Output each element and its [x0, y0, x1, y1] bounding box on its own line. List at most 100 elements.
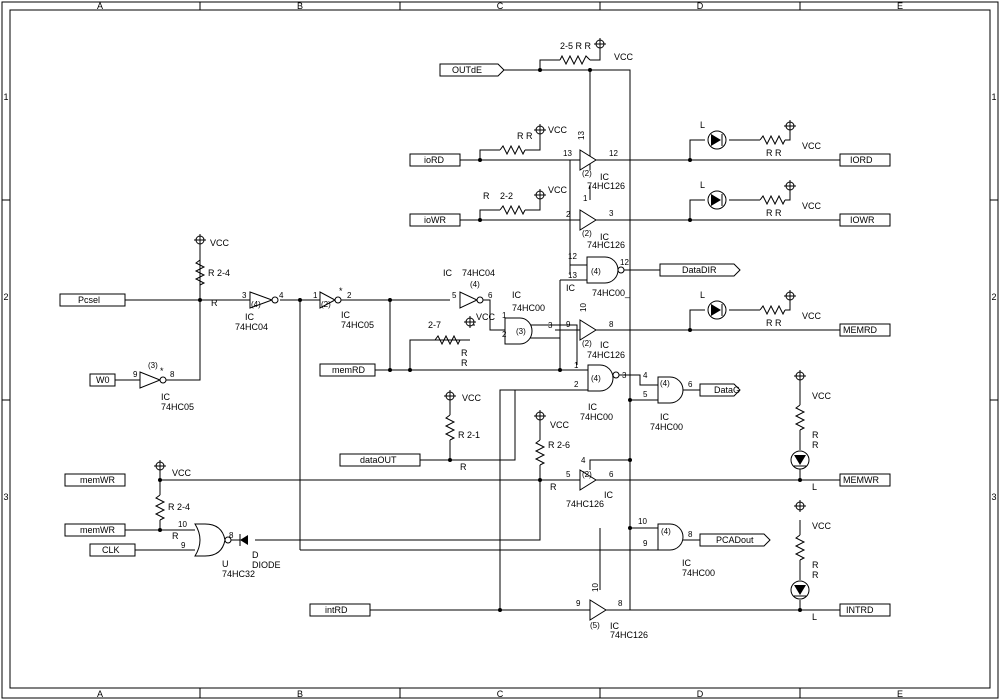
pin-2-and: 2	[502, 330, 507, 339]
port-labels: OUTdE ioRD ioWR Pcsel W0 memRD dataOUT m…	[78, 65, 879, 615]
label-r-2-2: 2-2	[500, 191, 513, 201]
vcc-symbols	[154, 38, 806, 512]
pin-6-memwr: 6	[609, 470, 614, 479]
pin-2-datag-a: 2	[574, 380, 579, 389]
label-l-memrd: L	[700, 290, 705, 300]
leds	[707, 130, 810, 600]
vcc-led-intrd	[794, 500, 806, 512]
frame-row-1-right: 1	[991, 92, 996, 102]
port-flags	[59, 63, 891, 617]
vcc-led-memrd	[784, 290, 796, 302]
port-iord-out: IORD	[850, 155, 873, 165]
port-clk: CLK	[102, 545, 120, 555]
label-vcc-iord: VCC	[548, 125, 568, 135]
frame-row-3-left: 3	[3, 492, 8, 502]
buffer-iowr	[579, 209, 597, 231]
label-rr-led-memrd: R R	[766, 318, 782, 328]
inverter-74hc05-w0	[139, 371, 167, 389]
frame-col-b-top: B	[297, 1, 303, 11]
label-l-iowr: L	[700, 180, 705, 190]
frame-col-d-top: D	[697, 1, 704, 11]
label-ic-intrd: IC	[610, 621, 620, 631]
pin-5-memwr: 5	[566, 470, 571, 479]
pin-10-pcadout: 10	[638, 517, 647, 526]
port-datag: DataG	[714, 385, 740, 395]
label-hc00-and: 74HC00	[512, 303, 545, 313]
port-iowr-in: ioWR	[424, 215, 446, 225]
label-s2-hc05: (2)	[321, 300, 331, 309]
inverter-74hc04-a	[249, 291, 279, 309]
vcc-r26	[534, 410, 546, 422]
pin-4-hc04: 4	[279, 291, 284, 300]
pin-5-datag-b: 5	[643, 390, 648, 399]
label-ic-and: IC	[512, 290, 522, 300]
label-hc126-iowr: 74HC126	[587, 240, 625, 250]
vcc-iowr-r	[534, 189, 546, 201]
pin-9-intrd: 9	[576, 599, 581, 608]
frame-row-1-left: 1	[3, 92, 8, 102]
label-s4-hc04: (4)	[251, 300, 261, 309]
nand-pcadout	[657, 523, 684, 551]
label-hc04-b: 74HC04	[462, 268, 495, 278]
and-gate-3	[504, 317, 533, 345]
label-vcc-led-memrd: VCC	[802, 311, 822, 321]
label-hc00-pcadout: 74HC00	[682, 568, 715, 578]
pin-8-intrd: 8	[618, 599, 623, 608]
label-vcc-iowr: VCC	[548, 185, 568, 195]
label-r-led-memwr-b: R	[812, 440, 819, 450]
pin-4-memwr: 4	[581, 456, 586, 465]
pin-1-iowr: 1	[583, 194, 588, 203]
label-hc04-a: 74HC04	[235, 322, 268, 332]
label-hc126-intrd: 74HC126	[610, 630, 648, 640]
label-s4-datadir: (4)	[591, 267, 601, 276]
port-intrd-in: intRD	[325, 605, 348, 615]
pin-6-hc04-b: 6	[488, 291, 493, 300]
pin-11-iord: 12	[609, 149, 618, 158]
label-l-memwr: L	[812, 482, 817, 492]
label-star-w0: *	[160, 366, 164, 376]
wires	[115, 48, 840, 611]
inverter-74hc05-a	[319, 291, 342, 309]
label-s4-pcadout: (4)	[661, 527, 671, 536]
led-intrd	[790, 580, 810, 600]
label-hc00-datadir: 74HC00_	[592, 288, 631, 298]
label-rr-led-iord: R R	[766, 148, 782, 158]
resistors	[154, 54, 806, 561]
resistor-led-memwr	[794, 404, 806, 431]
label-hc32: 74HC32	[222, 569, 255, 579]
label-r-led-intrd-b: R	[812, 570, 819, 580]
pin-4-datag-b: 4	[643, 371, 648, 380]
label-star-hc05: *	[339, 286, 343, 296]
port-iord-in: ioRD	[424, 155, 445, 165]
label-vcc-r27: VCC	[476, 312, 496, 322]
label-s4-hc04-b: (4)	[470, 280, 480, 289]
label-hc05-a: 74HC05	[341, 320, 374, 330]
resistor-2-4-top	[194, 259, 206, 286]
label-l-intrd: L	[812, 612, 817, 622]
vcc-r24-bottom	[154, 460, 166, 472]
label-r-r27-a: R	[461, 348, 468, 358]
label-vcc-2-5: VCC	[614, 52, 634, 62]
frame-col-c-top: C	[497, 1, 504, 11]
resistor-2-6	[534, 439, 546, 466]
label-r-dataout: R	[460, 462, 467, 472]
label-s3-and: (3)	[516, 327, 526, 336]
pin-9-or: 9	[181, 541, 186, 550]
label-r-2-5: 2-5 R R	[560, 41, 592, 51]
pin-12-iord: 13	[563, 149, 572, 158]
pin-3-hc04: 3	[242, 291, 247, 300]
led-iowr	[707, 190, 727, 210]
pin-9-w0: 9	[133, 370, 138, 379]
frame-col-c-bottom: C	[497, 689, 504, 699]
pin-1-hc05: 1	[313, 291, 318, 300]
label-hc126-memwr: 74HC126	[566, 499, 604, 509]
label-ic-datag-b: IC	[660, 412, 670, 422]
label-u-or: U	[222, 559, 229, 569]
buffer-memwr	[579, 469, 597, 491]
resistor-2-7	[434, 334, 461, 346]
vcc-r24-top	[194, 234, 206, 246]
label-ic-w0: IC	[161, 392, 171, 402]
diode	[239, 534, 248, 546]
label-rr-led-iowr: R R	[766, 208, 782, 218]
